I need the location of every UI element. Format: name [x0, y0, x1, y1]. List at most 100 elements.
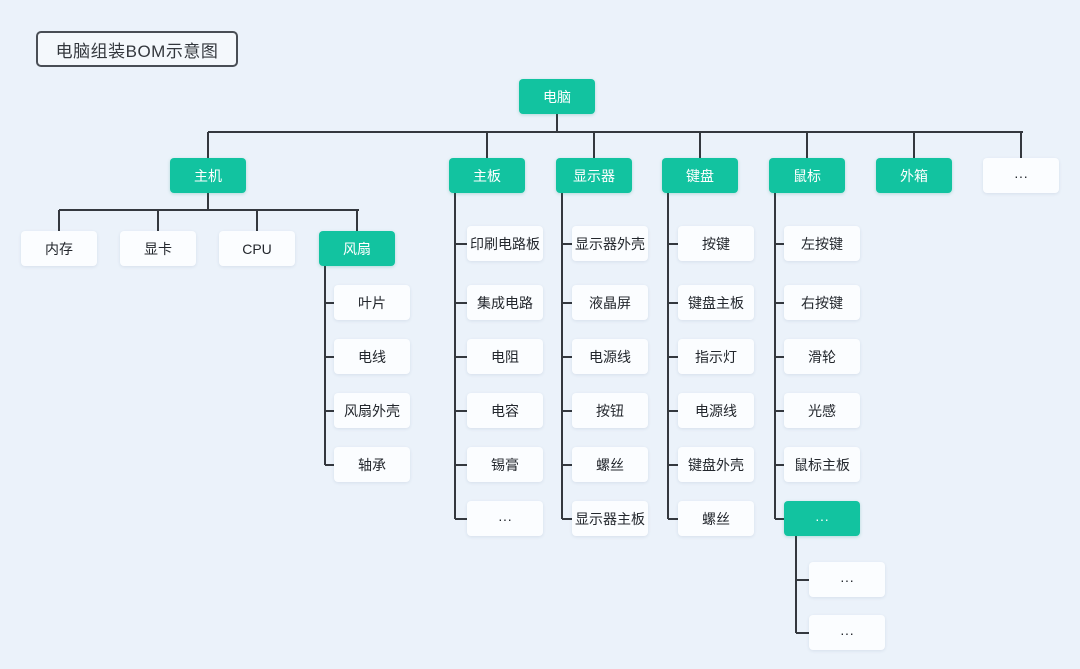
node-monitor-board[interactable]: 显示器主板 [572, 501, 648, 536]
node-label: 印刷电路板 [470, 235, 540, 252]
node-monitor-screw[interactable]: 螺丝 [572, 447, 648, 482]
node-label: 指示灯 [695, 348, 737, 365]
node-label: 叶片 [358, 294, 386, 311]
node-label: 显示器外壳 [575, 235, 645, 252]
node-wire[interactable]: 电线 [334, 339, 410, 374]
connector-line [157, 210, 159, 231]
node-label: ··· [815, 510, 829, 527]
node-mainboard[interactable]: 主板 [449, 158, 525, 193]
node-cpu[interactable]: CPU [219, 231, 295, 266]
node-label: 光感 [808, 402, 836, 419]
connector-line [775, 517, 786, 520]
connector-line [256, 210, 258, 231]
node-label: ··· [840, 571, 854, 588]
node-label: ··· [1014, 167, 1028, 184]
node-keyboard-power-cord[interactable]: 电源线 [678, 393, 754, 428]
node-label: 显卡 [144, 240, 172, 257]
node-label: 锡膏 [491, 456, 519, 473]
node-resistor[interactable]: 电阻 [467, 339, 543, 374]
node-button[interactable]: 按钮 [572, 393, 648, 428]
node-label: 电线 [358, 348, 386, 365]
node-keys[interactable]: 按键 [678, 226, 754, 261]
node-wheel[interactable]: 滑轮 [784, 339, 860, 374]
node-lcd[interactable]: 液晶屏 [572, 285, 648, 320]
node-bearing[interactable]: 轴承 [334, 447, 410, 482]
node-keyboard-screw[interactable]: 螺丝 [678, 501, 754, 536]
connector-line [207, 193, 209, 210]
node-computer[interactable]: 电脑 [519, 79, 595, 114]
connector-line [775, 355, 786, 358]
connector-line [455, 301, 469, 304]
node-solder-paste[interactable]: 锡膏 [467, 447, 543, 482]
node-left-button[interactable]: 左按键 [784, 226, 860, 261]
node-ic[interactable]: 集成电路 [467, 285, 543, 320]
connector-line [208, 131, 1023, 133]
node-more-mouse[interactable]: ··· [784, 501, 860, 536]
node-label: 鼠标 [793, 167, 821, 184]
node-keyboard-board[interactable]: 键盘主板 [678, 285, 754, 320]
diagram-title-text: 电脑组装BOM示意图 [55, 41, 219, 61]
connector-line [324, 266, 326, 465]
connector-line [775, 463, 786, 466]
connector-line [59, 209, 359, 211]
node-more-mainboard[interactable]: ··· [467, 501, 543, 536]
node-pcb[interactable]: 印刷电路板 [467, 226, 543, 261]
node-capacitor[interactable]: 电容 [467, 393, 543, 428]
connector-line [668, 242, 680, 245]
node-label: 键盘外壳 [688, 456, 744, 473]
connector-line [486, 132, 488, 158]
node-mouse[interactable]: 鼠标 [769, 158, 845, 193]
diagram-title[interactable]: 电脑组装BOM示意图 [36, 31, 238, 67]
connector-line [775, 301, 786, 304]
node-gpu[interactable]: 显卡 [120, 231, 196, 266]
node-label: 左按键 [801, 235, 843, 252]
node-mouse-board[interactable]: 鼠标主板 [784, 447, 860, 482]
node-label: 电源线 [695, 402, 737, 419]
connector-line [913, 132, 915, 158]
node-monitor-power-cord[interactable]: 电源线 [572, 339, 648, 374]
connector-line [775, 409, 786, 412]
node-keyboard[interactable]: 键盘 [662, 158, 738, 193]
connector-line [325, 355, 336, 358]
node-label: 轴承 [358, 456, 386, 473]
node-more-l2[interactable]: ··· [983, 158, 1059, 193]
connector-line [699, 132, 701, 158]
node-label: 滑轮 [808, 348, 836, 365]
connector-line [806, 132, 808, 158]
node-label: ··· [840, 624, 854, 641]
node-fan-shell[interactable]: 风扇外壳 [334, 393, 410, 428]
node-label: 按钮 [596, 402, 624, 419]
connector-line [668, 517, 680, 520]
node-label: 集成电路 [477, 294, 533, 311]
connector-line [593, 132, 595, 158]
node-label: 电容 [491, 402, 519, 419]
node-memory[interactable]: 内存 [21, 231, 97, 266]
node-host[interactable]: 主机 [170, 158, 246, 193]
connector-line [562, 355, 574, 358]
node-label: 右按键 [801, 294, 843, 311]
node-label: ··· [498, 510, 512, 527]
connector-line [562, 242, 574, 245]
node-right-button[interactable]: 右按键 [784, 285, 860, 320]
node-label: 风扇外壳 [344, 402, 400, 419]
node-keyboard-shell[interactable]: 键盘外壳 [678, 447, 754, 482]
node-monitor-shell[interactable]: 显示器外壳 [572, 226, 648, 261]
node-label: 键盘主板 [688, 294, 744, 311]
node-more-mouse-2[interactable]: ··· [809, 615, 885, 650]
node-more-mouse-1[interactable]: ··· [809, 562, 885, 597]
connector-line [668, 409, 680, 412]
connector-line [562, 463, 574, 466]
node-indicator-light[interactable]: 指示灯 [678, 339, 754, 374]
node-blade[interactable]: 叶片 [334, 285, 410, 320]
connector-line [1020, 132, 1022, 158]
node-fan[interactable]: 风扇 [319, 231, 395, 266]
node-outer-box[interactable]: 外箱 [876, 158, 952, 193]
connector-line [455, 242, 469, 245]
connector-line [455, 355, 469, 358]
node-monitor[interactable]: 显示器 [556, 158, 632, 193]
node-label: 键盘 [686, 167, 714, 184]
node-light-sensor[interactable]: 光感 [784, 393, 860, 428]
connector-line [668, 463, 680, 466]
connector-line [207, 132, 209, 158]
